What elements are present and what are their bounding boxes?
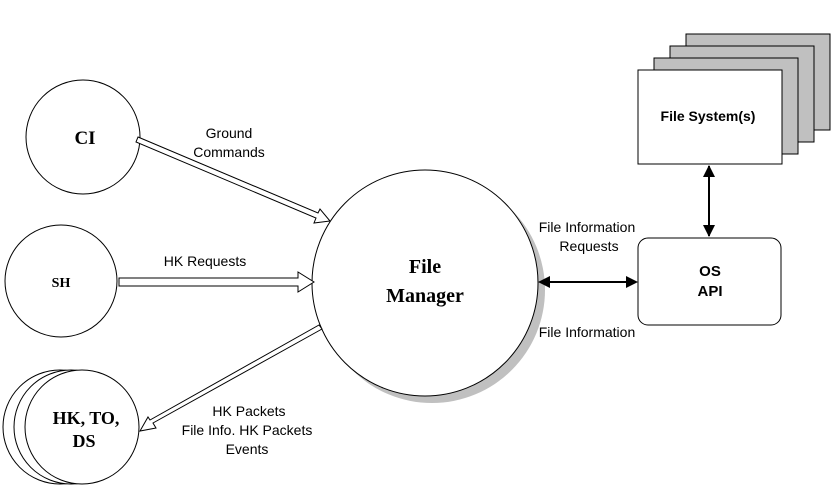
file-manager-node: File Manager [311,169,545,403]
file-manager-label-line1: File [409,256,441,278]
file-manager-label-line2: Manager [386,285,464,307]
sh-label: SH [52,276,71,291]
file-information-label: File Information [539,324,635,340]
file-system-label: File System(s) [661,108,756,124]
file-info-requests-label-line1: File Information [539,219,635,235]
ground-commands-arrow [135,136,331,224]
hk-packets-label-line1: HK Packets [212,403,285,419]
hk-to-ds-label-line2: DS [72,431,95,451]
os-api-label-line1: OS [699,263,721,280]
ground-commands-label-line1: Ground [206,125,253,141]
file-info-double-arrow [538,276,638,288]
ground-commands-label-line2: Commands [193,144,265,160]
os-api-label-line2: API [697,283,722,300]
ci-node: CI [25,79,141,195]
hk-to-ds-node: HK, TO, DS [2,369,140,485]
os-file-system-double-arrow [703,165,715,237]
file-system-node: File System(s) [637,33,831,165]
hk-requests-arrow [118,271,315,293]
hk-to-ds-label-line1: HK, TO, [53,408,120,428]
sh-node: SH [4,224,118,338]
hk-packets-label-line3: Events [226,441,269,457]
os-api-node: OS API [637,237,782,326]
hk-packets-arrow [139,324,323,432]
ci-label: CI [74,128,95,149]
hk-packets-label-line2: File Info. HK Packets [182,422,313,438]
hk-requests-label: HK Requests [164,253,246,269]
file-info-requests-label-line2: Requests [559,238,618,254]
